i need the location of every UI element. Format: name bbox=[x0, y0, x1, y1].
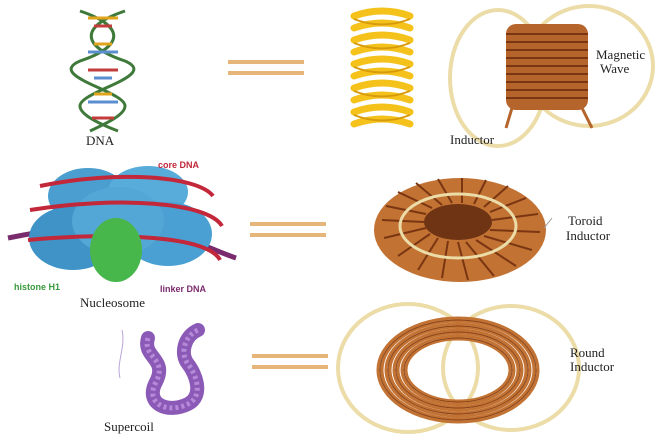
spring-coil-illustration bbox=[348, 4, 416, 136]
supercoil-label: Supercoil bbox=[104, 420, 154, 434]
equals-sign-row2 bbox=[250, 222, 326, 238]
nucleosome-illustration bbox=[8, 166, 238, 286]
magnetic-label: Magnetic bbox=[596, 48, 645, 62]
dna-helix-illustration bbox=[70, 6, 140, 131]
toroid-inductor-illustration bbox=[372, 170, 552, 290]
dna-label: DNA bbox=[86, 134, 114, 148]
nucleosome-label: Nucleosome bbox=[80, 296, 145, 310]
wave-label: Wave bbox=[600, 62, 629, 76]
inductor-label-row1: Inductor bbox=[450, 133, 494, 147]
equals-sign-row1 bbox=[228, 60, 304, 76]
round-label: Round bbox=[570, 346, 605, 360]
core-dna-annotation: core DNA bbox=[158, 160, 199, 170]
toroid-inductor-label: Inductor bbox=[566, 229, 610, 243]
round-inductor-label: Inductor bbox=[570, 360, 614, 374]
supercoil-illustration bbox=[112, 318, 222, 418]
equals-sign-row3 bbox=[252, 354, 328, 370]
toroid-label: Toroid bbox=[568, 214, 602, 228]
round-inductor-illustration bbox=[336, 300, 581, 436]
histone-h1-annotation: histone H1 bbox=[14, 282, 60, 292]
linker-dna-annotation: linker DNA bbox=[160, 284, 206, 294]
